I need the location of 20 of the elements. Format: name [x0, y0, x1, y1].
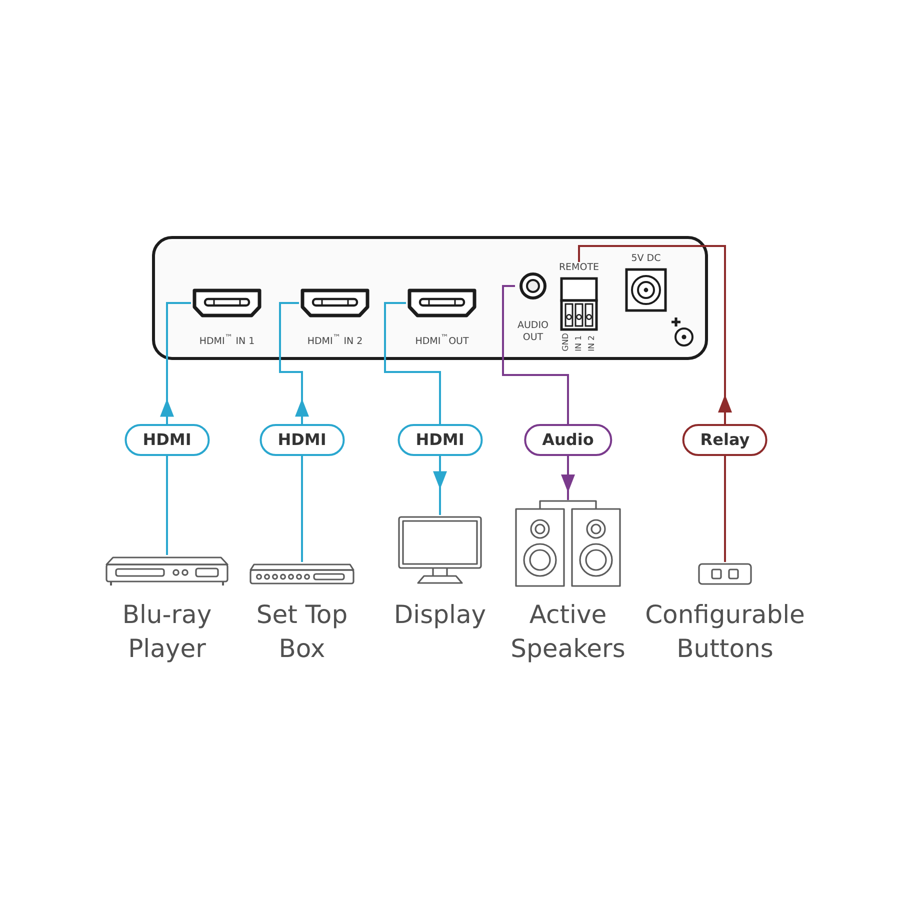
pin-label: IN 2: [586, 334, 597, 352]
port-label: REMOTE: [558, 262, 600, 274]
edge-label: HDMI: [260, 424, 344, 456]
device-label: Display: [394, 599, 486, 631]
device-label: Configurable Buttons: [644, 599, 806, 665]
pin-label: IN 1: [574, 334, 584, 352]
edge-label: Audio: [524, 424, 612, 456]
device-label: Blu-ray Player: [121, 599, 213, 665]
device-panel: [152, 236, 708, 360]
device-label: Set Top Box: [255, 599, 349, 665]
port-label: HDMI$^{™}$OUT: [415, 332, 469, 348]
port-label: 5V DC: [631, 253, 661, 265]
edge-label: Relay: [682, 424, 768, 456]
device-label: Active Speakers: [510, 599, 626, 665]
port-label: HDMI$^{™}$ IN 2: [307, 332, 363, 348]
edge-label: HDMI: [124, 424, 210, 456]
port-label: AUDIO OUT: [516, 320, 550, 344]
port-label: HDMI$^{™}$ IN 1: [199, 332, 255, 348]
edge-label: HDMI: [398, 424, 482, 456]
pin-label: GND: [561, 333, 572, 352]
